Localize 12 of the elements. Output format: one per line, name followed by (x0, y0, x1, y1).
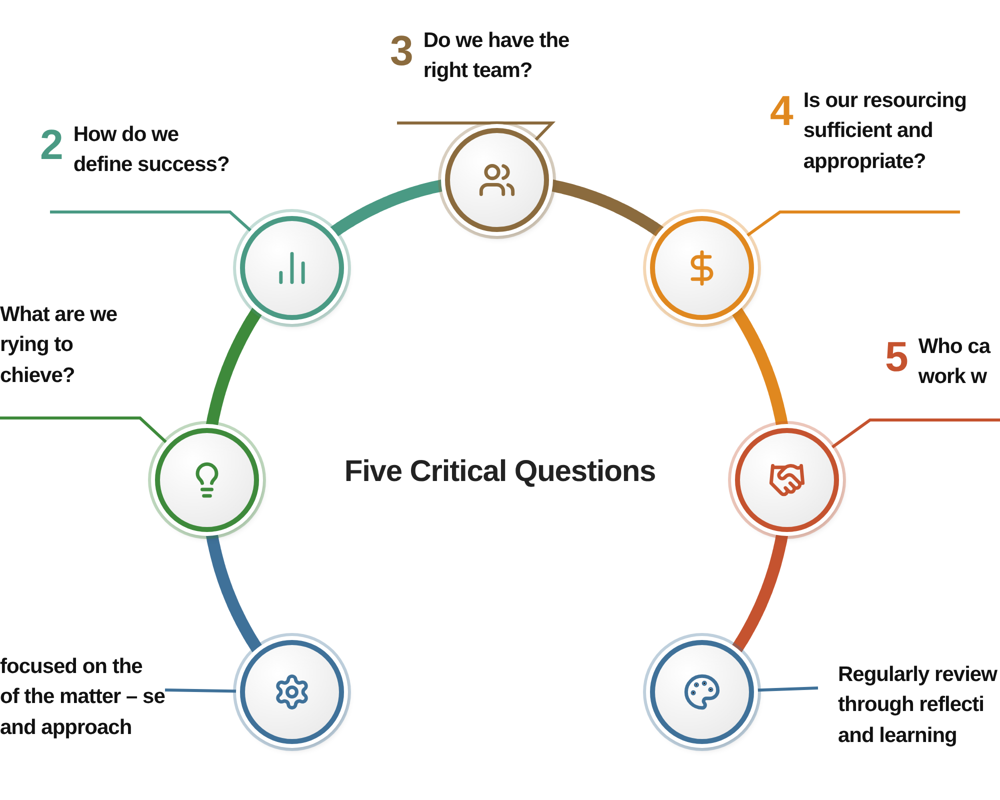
question-text: Who ca work w (918, 334, 992, 390)
step-number: 2 (40, 124, 64, 166)
step-number: 5 (885, 336, 908, 378)
question-text: What are we rying to chieve? (0, 302, 118, 389)
question-text: Do we have the right team? (423, 28, 570, 84)
question-text: Is our resourcing sufficient and appropriate? (803, 88, 968, 175)
diagram-title: Five Critical Questions (343, 455, 657, 489)
step-number: 4 (770, 90, 794, 132)
step-number: 3 (390, 30, 414, 72)
question-text: Regularly review through reflecti and learning (838, 662, 998, 749)
question-text: How do we define success? (73, 122, 230, 178)
question-text: focused on the of the matter – se and approach (0, 654, 165, 741)
